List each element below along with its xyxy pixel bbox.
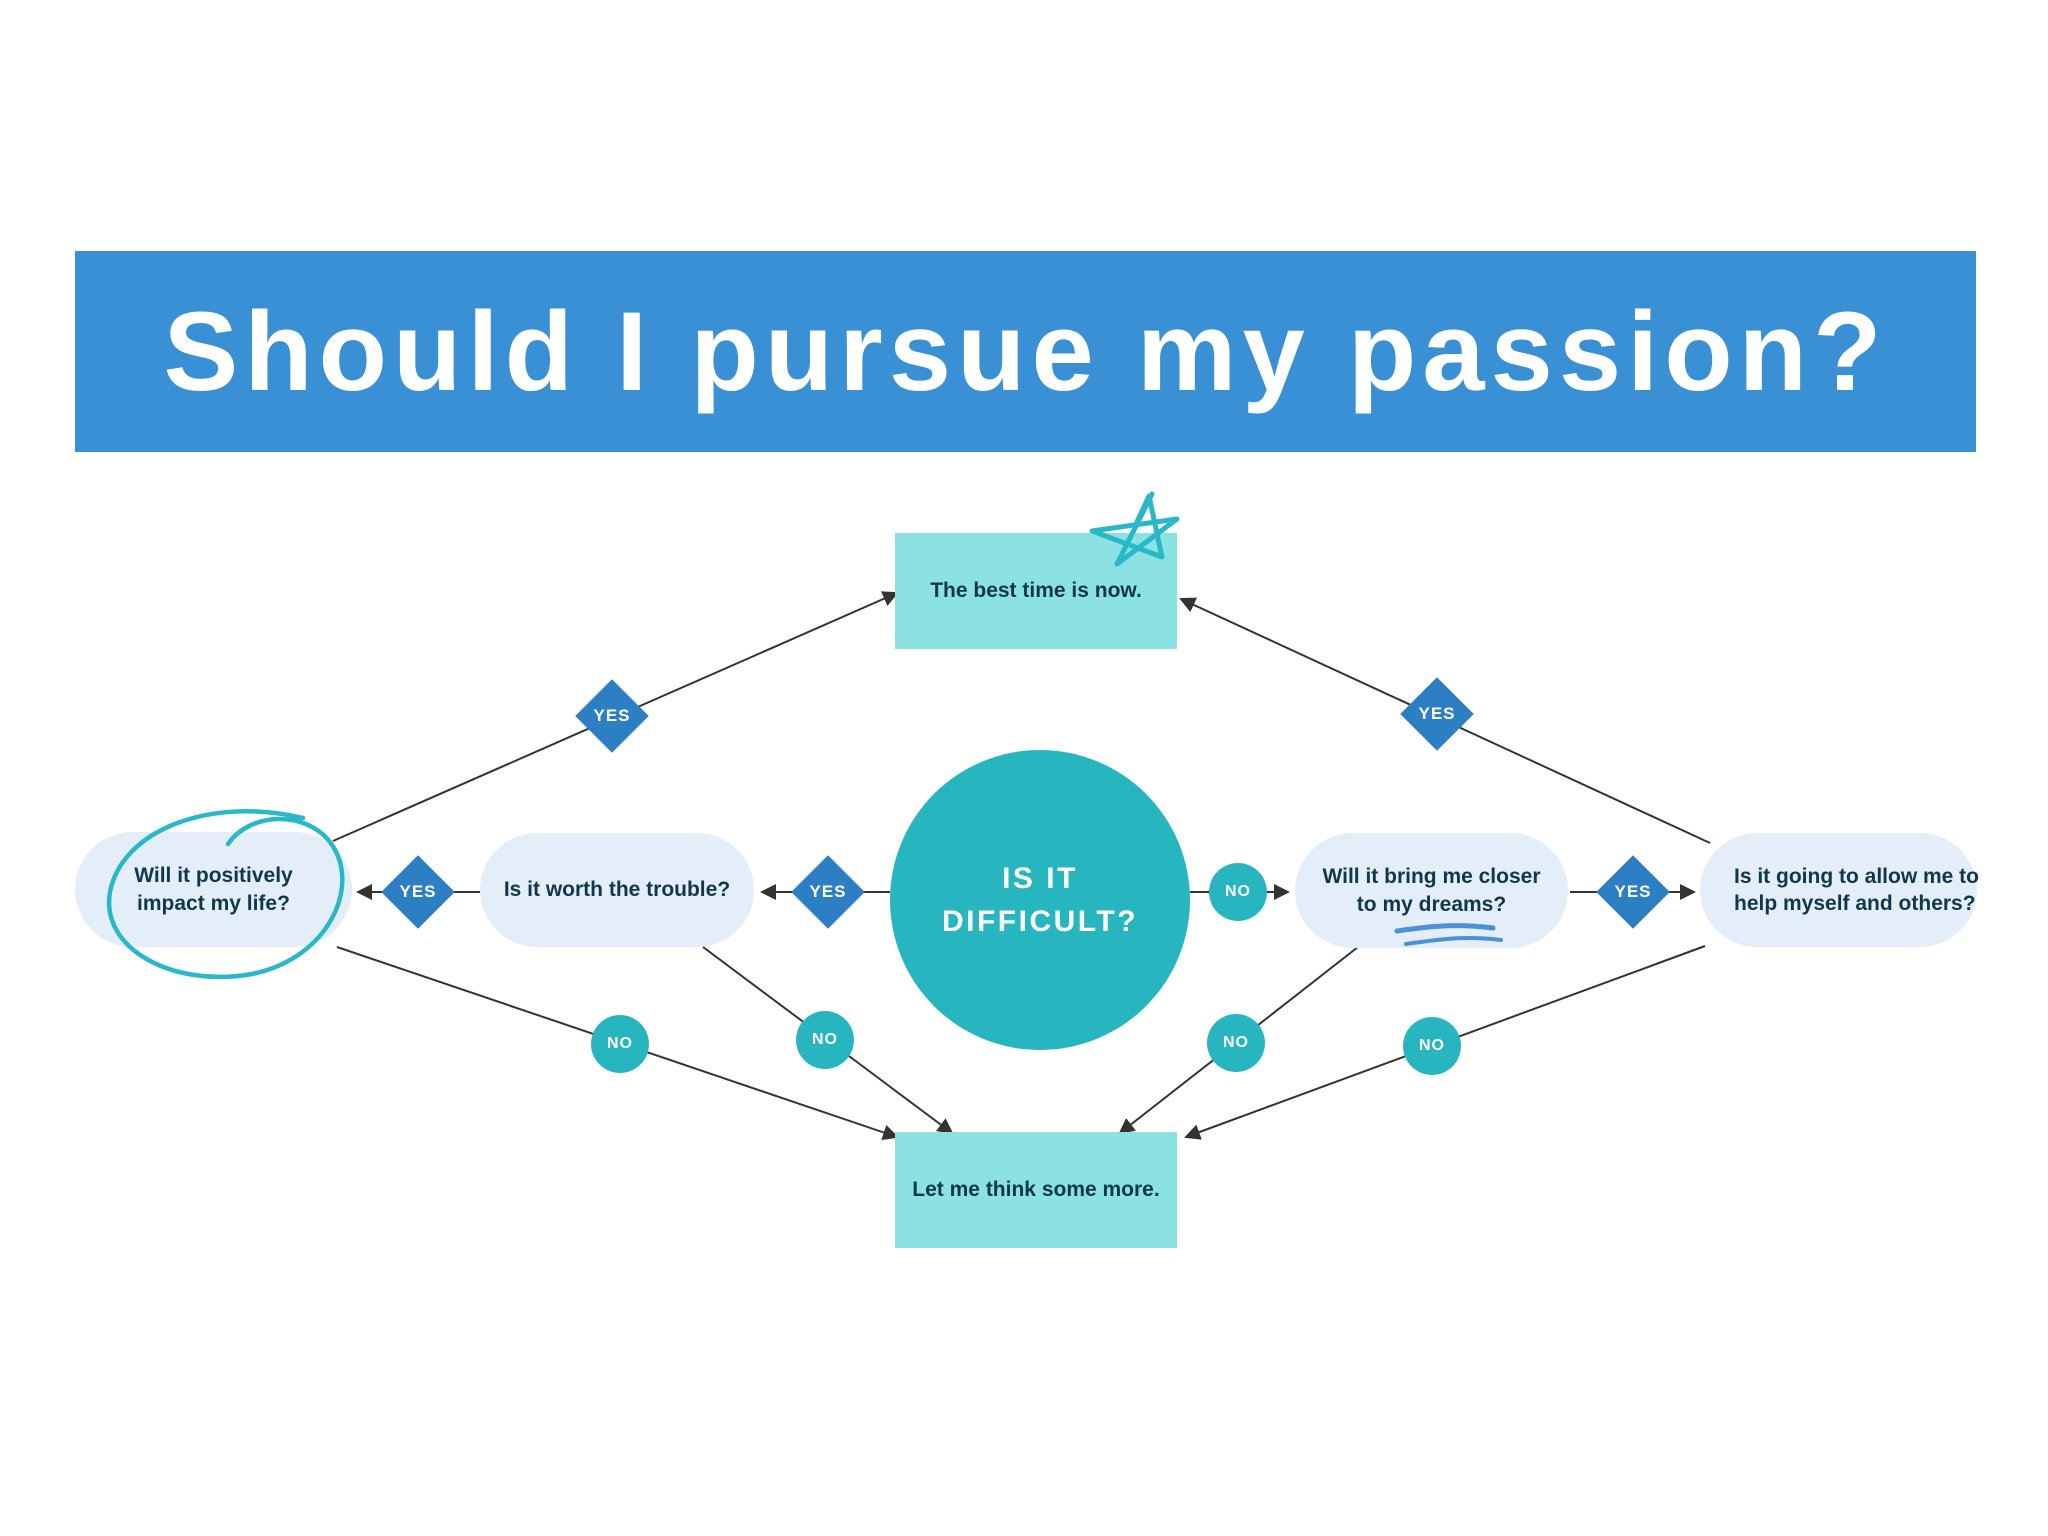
yes-diamond-dreams-to-help: YES [1595,854,1671,930]
yes-diamond-help-to-top: YES [1399,676,1475,752]
decision-pill-help-myself-and-others: Is it going to allow me to help myself a… [1700,833,1979,947]
yes-diamond-trouble-to-impact: YES [380,854,456,930]
decision-pill-label-line1: Is it going to allow me to [1734,864,1979,888]
no-label: NO [607,1035,633,1052]
no-label: NO [812,1031,838,1048]
yes-label: YES [809,882,847,901]
no-label: NO [1225,883,1251,900]
header-banner: Should I pursue my passion? [75,251,1976,452]
decision-pill-label-line2: impact my life? [137,891,290,915]
outcome-box-label: Let me think some more. [912,1178,1160,1202]
yes-diamond-center-to-trouble: YES [790,854,866,930]
decision-pill-label-line2: help myself and others? [1734,892,1976,915]
decision-pill-label-line2: to my dreams? [1356,892,1507,916]
decision-pill-label-line1: Will it positively [134,864,293,888]
yes-diamond-impact-to-top: YES [574,678,650,754]
question-circle-is-it-difficult: IS IT DIFFICULT? [890,750,1190,1050]
no-circle-help-to-bottom: NO [1394,1008,1470,1084]
page-title: Should I pursue my passion? [163,289,1888,414]
no-label: NO [1223,1034,1249,1051]
decision-pill-label: Is it worth the trouble? [503,878,731,902]
yes-label: YES [399,882,437,901]
no-circle-dreams-to-bottom: NO [1198,1005,1274,1081]
no-circle-trouble-to-bottom: NO [787,1002,863,1078]
yes-label: YES [593,706,631,725]
decision-pill-closer-to-dreams: Will it bring me closer to my dreams? [1295,833,1568,948]
yes-label: YES [1614,882,1652,901]
decision-pill-worth-the-trouble: Is it worth the trouble? [480,833,754,947]
no-circle-impact-to-bottom: NO [582,1006,658,1082]
outcome-box-best-time-is-now: The best time is now. [895,533,1177,649]
question-circle-label-line1: IS IT [1002,861,1078,895]
decision-pill-positively-impact-life: Will it positively impact my life? [75,832,352,947]
no-circle-center-to-dreams: NO [1200,854,1276,930]
outcome-box-label: The best time is now. [930,579,1142,603]
yes-label: YES [1418,704,1456,723]
question-circle-label-line2: DIFFICULT? [941,905,1139,938]
no-label: NO [1419,1037,1445,1054]
outcome-box-think-some-more: Let me think some more. [895,1132,1177,1248]
decision-pill-label-line1: Will it bring me closer [1322,865,1541,889]
